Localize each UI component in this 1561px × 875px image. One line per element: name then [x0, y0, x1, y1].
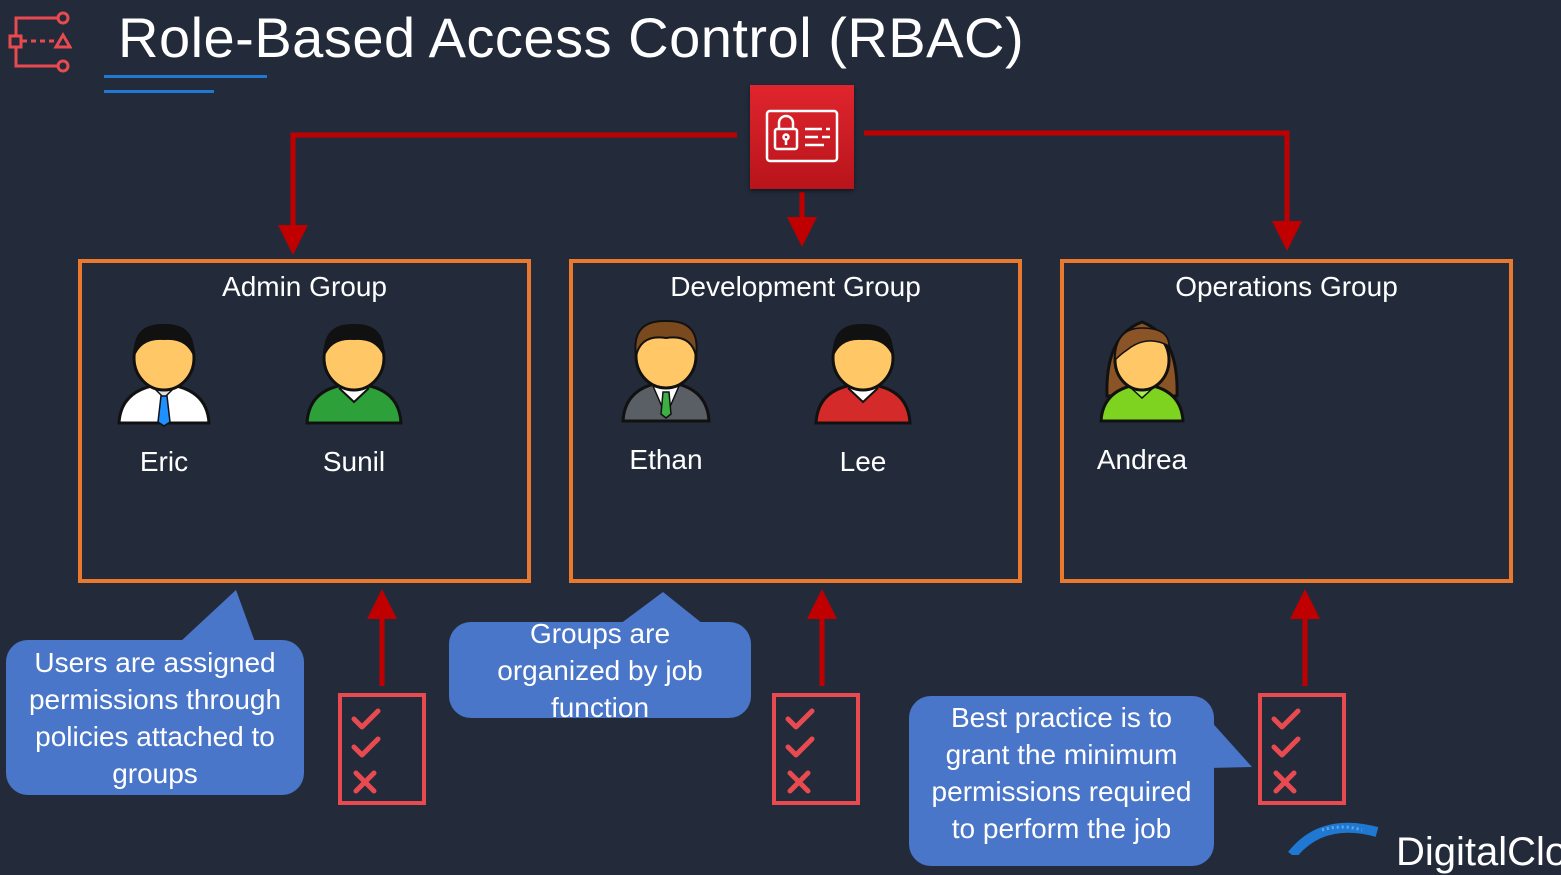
- user-lee: Lee: [798, 318, 928, 478]
- user-avatar-icon: [814, 323, 912, 425]
- iam-identity-card-icon: [750, 85, 854, 189]
- user-eric: Eric: [99, 318, 229, 478]
- title-underline: [104, 75, 267, 78]
- user-ethan: Ethan: [601, 316, 731, 476]
- group-title-admin: Admin Group: [222, 271, 387, 302]
- callout-pointer-users: [180, 590, 1252, 768]
- permission-checklist-icon: [338, 693, 426, 805]
- operations-group-box: Operations Group: [1060, 259, 1513, 583]
- permission-checklist-icon: [1258, 693, 1346, 805]
- user-andrea: Andrea: [1077, 316, 1207, 476]
- user-avatar-icon: [305, 323, 403, 425]
- arrow-to-admin: [278, 132, 737, 255]
- arrow-to-operations: [864, 130, 1302, 251]
- user-avatar-icon: [621, 319, 711, 423]
- callout-groups: Groups are organized by job function: [449, 618, 751, 723]
- development-group-box: Development Group: [569, 259, 1022, 583]
- user-name: Ethan: [629, 444, 703, 475]
- connector-arrows: [278, 130, 1320, 686]
- admin-group-box: Admin Group: [78, 259, 531, 583]
- user-avatar-icon: [1099, 320, 1185, 423]
- user-avatar-icon: [117, 323, 211, 427]
- group-title-development: Development Group: [670, 271, 921, 302]
- permission-checklist-icon: [772, 693, 860, 805]
- callout-best-practice: Best practice is to grant the minimum pe…: [909, 696, 1214, 866]
- title-underline-short: [104, 90, 214, 93]
- group-title-operations: Operations Group: [1175, 271, 1398, 302]
- user-name: Lee: [839, 446, 887, 477]
- page-title: Role-Based Access Control (RBAC): [118, 6, 1025, 69]
- user-name: Sunil: [322, 446, 386, 477]
- user-sunil: Sunil: [289, 318, 419, 478]
- workflow-icon: [8, 11, 72, 73]
- user-name: Andrea: [1096, 444, 1188, 475]
- digitalcloud-logo-icon: [1288, 822, 1379, 855]
- callout-users: Users are assigned permissions through p…: [6, 640, 304, 795]
- logo-text: DigitalCloud: [1396, 830, 1561, 874]
- user-name: Eric: [139, 446, 189, 477]
